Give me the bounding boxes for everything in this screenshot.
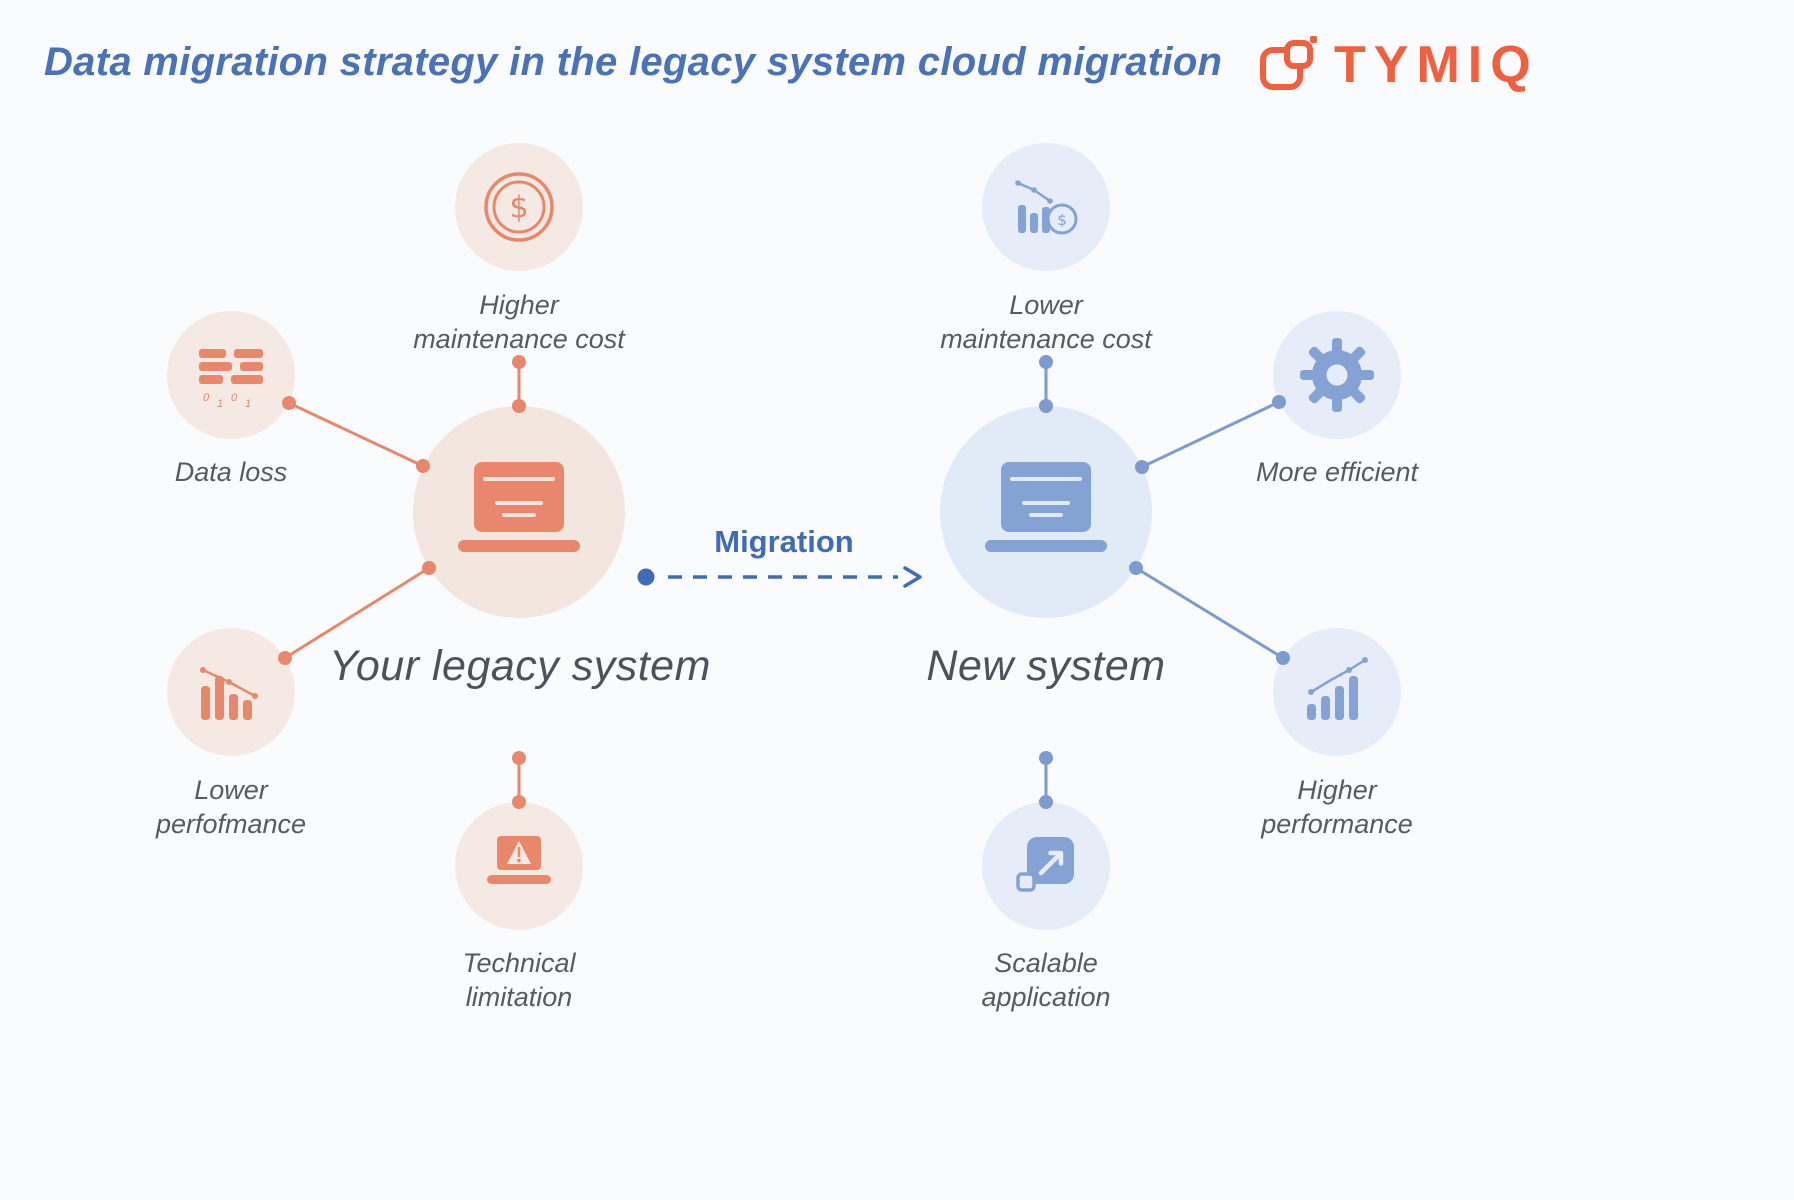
gear-icon [1300,338,1374,412]
label-scalable-application: Scalable application [981,948,1111,1013]
label-data-loss: Data loss [174,457,288,487]
connector-legacy-bottom [512,751,526,809]
legacy-system-name: Your legacy system [329,642,711,690]
svg-text:0: 0 [203,392,210,404]
declining-cost-chart-icon: $ [1015,180,1078,235]
new-system-name: New system [926,642,1166,690]
new-system-hub [940,406,1152,618]
label-more-efficient: More efficient [1255,457,1419,487]
laptop-icon [458,462,580,552]
broken-data-icon: 0 1 0 1 [199,349,263,410]
laptop-icon [985,462,1107,552]
tymiq-squares-icon [1260,36,1317,90]
label-higher-maintenance-cost: Higher maintenance cost [413,290,625,355]
satellite-technical-limitation [455,802,583,930]
legacy-system-hub [413,406,625,618]
svg-text:1: 1 [245,398,251,410]
svg-text:1: 1 [217,398,223,410]
satellite-lower-performance [167,628,295,756]
satellite-higher-performance [1273,628,1401,756]
page-title: Data migration strategy in the legacy sy… [44,40,1223,84]
satellite-lower-maintenance-cost: $ [982,143,1110,271]
laptop-warning-icon [487,836,551,884]
connector-new-top [1039,355,1053,413]
satellite-more-efficient [1273,311,1401,439]
label-technical-limitation: Technical limitation [462,948,576,1013]
scale-arrow-icon [1016,837,1074,892]
label-lower-performance: Lower perfofmance [155,775,307,840]
connector-legacy-top [512,355,526,413]
satellite-scalable-application [982,802,1110,930]
satellite-higher-maintenance-cost: $ [455,143,583,271]
connector-new-bottom [1039,751,1053,809]
declining-chart-icon [200,667,258,720]
svg-text:0: 0 [231,392,238,404]
svg-text:$: $ [1057,211,1067,229]
svg-text:$: $ [509,191,528,226]
label-higher-performance: Higher performance [1261,775,1413,840]
rising-chart-icon [1307,657,1368,720]
brand-logo: TYMIQ [1258,34,1539,96]
dollar-coin-icon: $ [484,172,554,242]
migration-arrow [637,566,922,588]
brand-name: TYMIQ [1334,36,1539,94]
label-lower-maintenance-cost: Lower maintenance cost [940,290,1152,355]
satellite-data-loss: 0 1 0 1 [167,311,295,439]
migration-label: Migration [714,524,854,559]
